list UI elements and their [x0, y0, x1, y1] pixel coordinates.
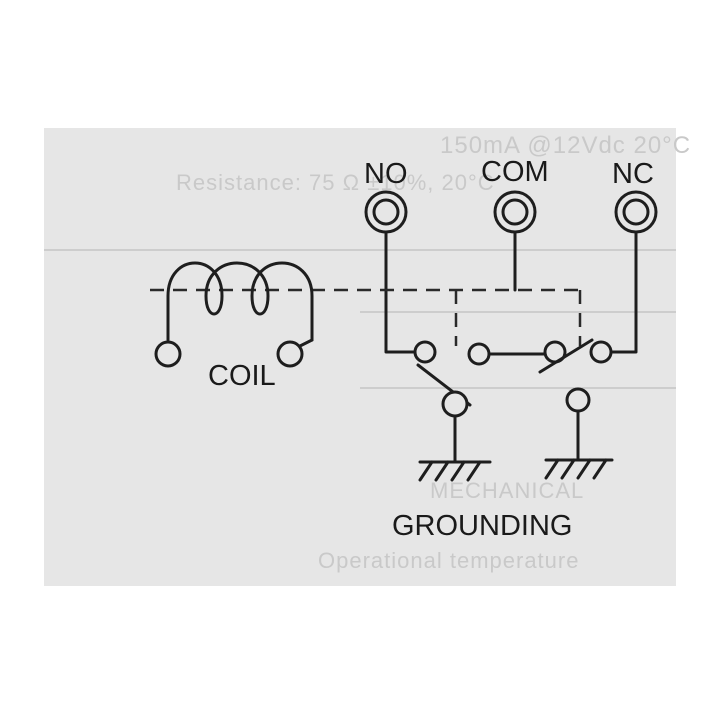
switch-pivot-1	[441, 390, 469, 418]
terminal-com	[493, 190, 537, 234]
switch-arm-2	[538, 338, 594, 374]
ghost-text-spec-resistance: Resistance: 75 Ω ±10%, 20°C	[176, 170, 495, 195]
contact-no	[413, 340, 437, 364]
ghost-text-operational: Operational temperature	[318, 548, 580, 573]
ground-symbol-2	[544, 458, 614, 480]
coil-terminal-left	[154, 340, 182, 368]
coil-lead-right	[298, 338, 314, 348]
ground-symbol-1	[418, 460, 492, 482]
contact-com-left	[467, 342, 491, 366]
terminal-no	[364, 190, 408, 234]
ghost-text-spec-current: 150mA @12Vdc 20°C	[440, 132, 692, 159]
ghost-text-mechanical: MECHANICAL	[430, 478, 585, 503]
coil-terminal-right	[276, 340, 304, 368]
switch-pivot-2	[565, 387, 591, 413]
terminal-label-nc: NC	[612, 158, 654, 190]
coil-winding	[166, 261, 314, 342]
paper-background	[44, 128, 676, 586]
coil-label: COIL	[208, 360, 276, 392]
terminal-label-no: NO	[364, 158, 408, 190]
grounding-label: GROUNDING	[392, 510, 573, 542]
nc-lead-wire	[609, 230, 638, 354]
terminal-nc	[614, 190, 658, 234]
no-lead-wire	[384, 230, 418, 354]
contact-nc	[589, 340, 613, 364]
terminal-label-com: COM	[481, 156, 549, 188]
